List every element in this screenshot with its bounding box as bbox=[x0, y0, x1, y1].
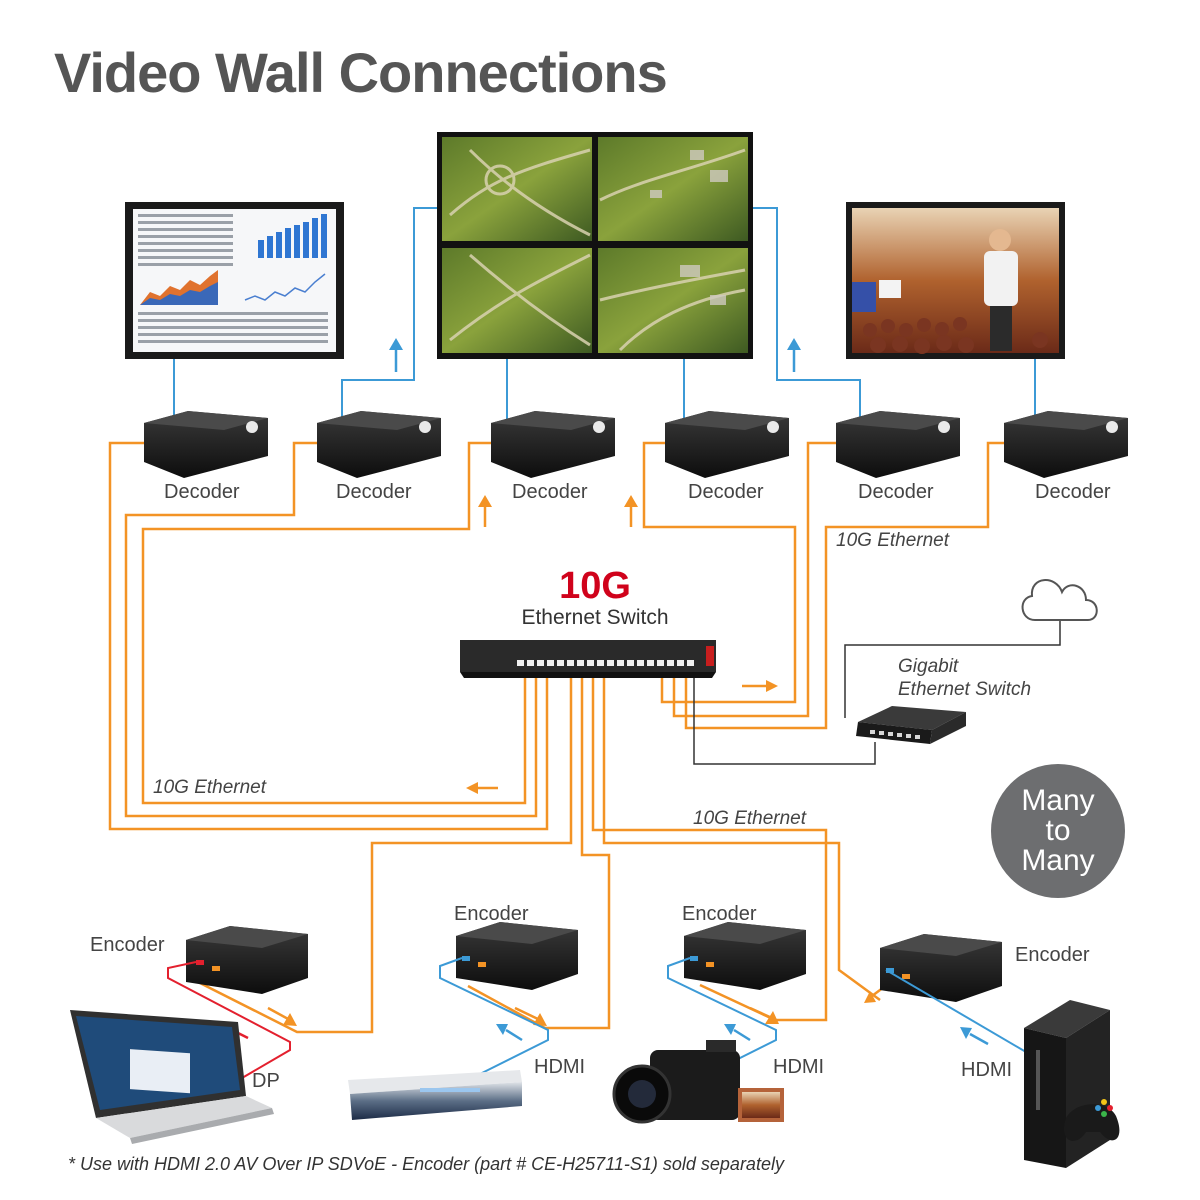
monitor-right bbox=[846, 202, 1065, 359]
decoder-label-1: Decoder bbox=[164, 481, 240, 503]
ethernet-arrows bbox=[267, 505, 889, 1022]
hdmi-label-1: HDMI bbox=[534, 1056, 586, 1078]
cloud-icon bbox=[1021, 579, 1098, 621]
many-to-many-badge: Many to Many bbox=[991, 764, 1125, 898]
decoder-box-1 bbox=[144, 411, 268, 478]
switch-10g-name: Ethernet Switch bbox=[521, 606, 669, 629]
source-lines bbox=[167, 957, 1027, 1093]
hdmi-label-3: HDMI bbox=[961, 1059, 1013, 1081]
laptop-device bbox=[70, 1010, 274, 1144]
camcorder-device bbox=[612, 1040, 784, 1124]
switch-10g-device bbox=[460, 640, 716, 678]
footnote: * Use with HDMI 2.0 AV Over IP SDVoE - E… bbox=[68, 1154, 784, 1174]
hdmi-label-2: HDMI bbox=[773, 1056, 825, 1078]
decoder-label-5: Decoder bbox=[858, 481, 934, 503]
video-wall bbox=[437, 132, 753, 359]
gigabit-label-line1: Gigabit bbox=[898, 656, 959, 677]
encoder-box-4 bbox=[880, 934, 1002, 1002]
badge-line2: to bbox=[1045, 814, 1071, 847]
decoder-box-3 bbox=[491, 411, 615, 478]
dp-label: DP bbox=[252, 1070, 280, 1092]
encoder-box-2 bbox=[456, 922, 578, 990]
decoder-box-2 bbox=[317, 411, 441, 478]
monitor-left bbox=[125, 202, 344, 359]
switch-10g-speed: 10G bbox=[559, 565, 631, 607]
gigabit-lines bbox=[693, 620, 1061, 765]
badge-line1: Many bbox=[1021, 784, 1095, 817]
bluray-player-device bbox=[348, 1070, 522, 1120]
page-title: Video Wall Connections bbox=[54, 41, 668, 104]
encoder-label-4: Encoder bbox=[1015, 944, 1090, 966]
decoder-label-2: Decoder bbox=[336, 481, 412, 503]
ethernet-arrowheads bbox=[283, 495, 876, 1026]
ethernet-label-top: 10G Ethernet bbox=[836, 530, 950, 551]
badge-line3: Many bbox=[1021, 844, 1095, 877]
encoder-label-2: Encoder bbox=[454, 903, 529, 925]
gigabit-label-line2: Ethernet Switch bbox=[898, 679, 1032, 700]
switch-10g-label: 10G Ethernet Switch bbox=[500, 566, 690, 630]
ethernet-label-left: 10G Ethernet bbox=[153, 777, 267, 798]
decoder-label-3: Decoder bbox=[512, 481, 588, 503]
encoder-label-1: Encoder bbox=[90, 934, 165, 956]
hdmi-lines-top bbox=[173, 207, 1036, 420]
ethernet-lines bbox=[108, 441, 1004, 1034]
encoder-box-1 bbox=[186, 926, 308, 994]
decoder-box-5 bbox=[836, 411, 960, 478]
encoder-label-3: Encoder bbox=[682, 903, 757, 925]
encoder-box-3 bbox=[684, 922, 806, 990]
game-console-device bbox=[1024, 1000, 1120, 1168]
decoder-box-4 bbox=[665, 411, 789, 478]
hdmi-arrows-top bbox=[389, 338, 801, 372]
decoder-label-4: Decoder bbox=[688, 481, 764, 503]
gigabit-switch-device bbox=[856, 706, 966, 744]
decoder-box-6 bbox=[1004, 411, 1128, 478]
decoder-label-6: Decoder bbox=[1035, 481, 1111, 503]
ethernet-label-bottom: 10G Ethernet bbox=[693, 808, 807, 829]
